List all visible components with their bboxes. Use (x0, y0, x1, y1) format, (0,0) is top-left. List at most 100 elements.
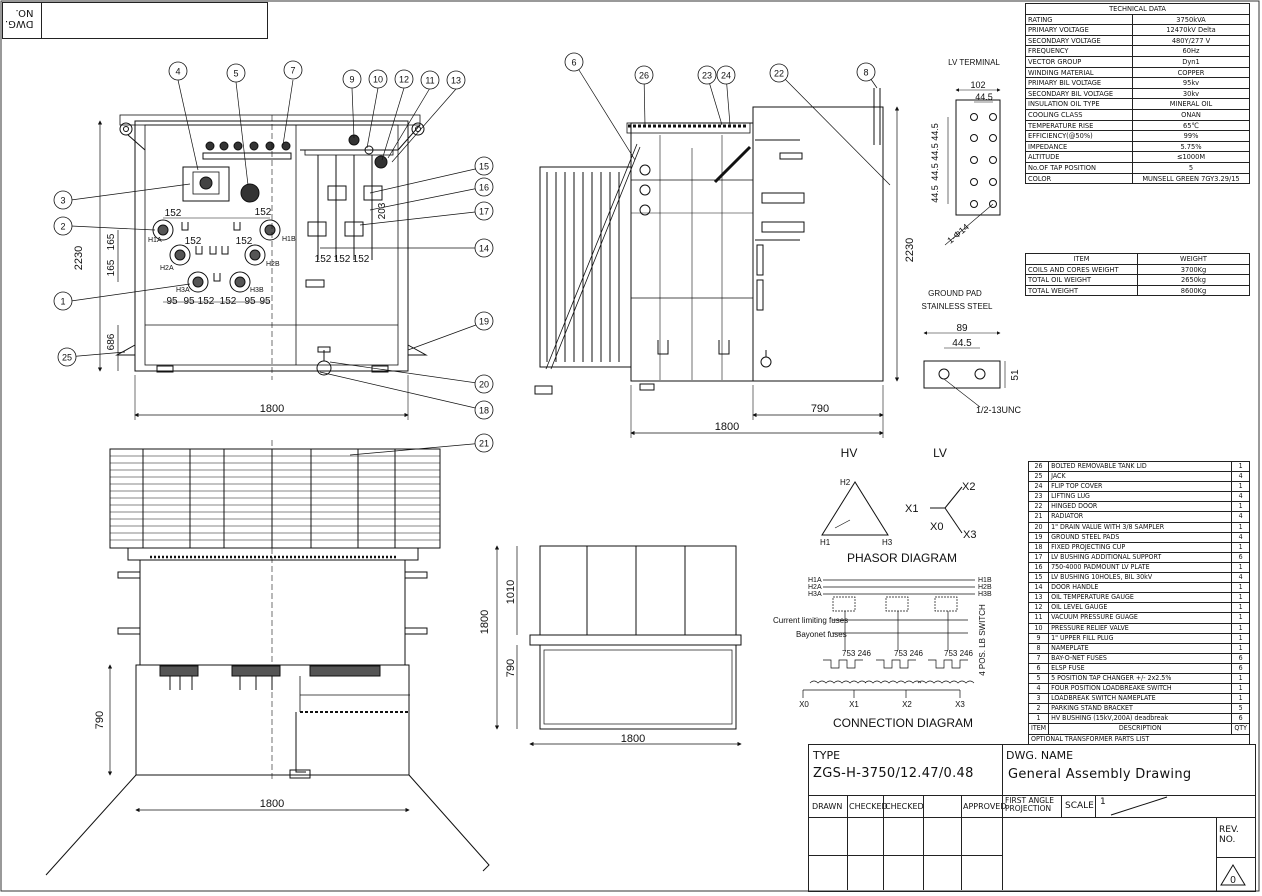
projection-label: FIRST ANGLE PROJECTION (1005, 796, 1054, 813)
callout-number: 11 (425, 76, 434, 86)
callout-number: 19 (479, 317, 489, 327)
part-number: 18 (1027, 541, 1050, 553)
part-qty: 5 (1231, 703, 1250, 715)
part-description: HV BUSHING (15kV,200A) deadbreak (1048, 713, 1233, 725)
rev-triangle-icon: 0 (1220, 864, 1246, 886)
hole-label: 1-Φ14 (945, 222, 971, 246)
label-h3a: H3A (176, 287, 190, 294)
callout-circle (394, 69, 414, 89)
part-qty: 1 (1231, 672, 1250, 685)
technical-param: PRIMARY BIL VOLTAGE (1025, 77, 1133, 89)
part-description: ELSP FUSE (1048, 662, 1233, 674)
dim-95-d: 95 (259, 296, 271, 307)
dim-44-5-c: 44.5 (930, 163, 940, 181)
label-h2b: H2B (266, 261, 280, 268)
callout-number: 23 (702, 71, 712, 81)
callout-7: 7 (283, 60, 303, 80)
callout-number: 17 (479, 207, 489, 217)
part-number: 5 (1027, 672, 1050, 685)
part-qty: 1 (1231, 541, 1250, 553)
label-h1b: H1B (282, 236, 296, 243)
title-block: TYPE ZGS-H-3750/12.47/0.48 DWG. NAME Gen… (808, 744, 1256, 892)
technical-value: ONAN (1132, 108, 1250, 121)
callout-15: 15 (474, 156, 494, 176)
part-number: 16 (1027, 561, 1050, 574)
dim-95-b: 95 (183, 296, 195, 307)
callout-circle (697, 65, 717, 85)
callout-9: 9 (342, 69, 362, 89)
connection-diagram (802, 579, 975, 698)
technical-param: No.OF TAP POSITION (1025, 161, 1133, 174)
technical-param: COOLING CLASS (1025, 108, 1133, 121)
connection-title: CONNECTION DIAGRAM (833, 716, 973, 730)
callout-26: 26 (634, 65, 654, 85)
callout-number: 8 (863, 68, 868, 78)
part-description: OIL TEMPERATURE GAUGE (1048, 592, 1233, 604)
phasor-h3: H3 (882, 538, 893, 547)
callout-circle (474, 238, 494, 258)
part-number: 7 (1027, 652, 1050, 664)
conn-x3: X3 (955, 700, 965, 709)
callout-25: 25 (57, 347, 77, 367)
dim-203: 203 (377, 202, 388, 219)
part-qty: 1 (1231, 582, 1250, 594)
conn-h1b: H1B (978, 577, 992, 584)
dim-lv-152-b: 152 (334, 254, 351, 265)
part-number: 26 (1027, 460, 1050, 473)
callout-number: 26 (639, 71, 649, 81)
front-view (97, 114, 428, 420)
part-number: 9 (1027, 632, 1050, 644)
callout-17: 17 (474, 201, 494, 221)
callout-circle (716, 65, 736, 85)
radiator-side (539, 143, 641, 370)
dim-front-width: 1800 (260, 403, 284, 415)
lv-label: LV (933, 446, 947, 460)
part-number: 22 (1027, 501, 1050, 513)
no-text: NO. (15, 7, 34, 18)
conn-x0: X0 (799, 700, 809, 709)
part-qty: 1 (1231, 561, 1250, 574)
technical-param: EFFICIENCY(@50%) (1025, 130, 1133, 142)
conn-x2: X2 (902, 700, 912, 709)
part-qty: 1 (1231, 460, 1250, 473)
callout-12: 12 (394, 69, 414, 89)
weight-item: COILS AND CORES WEIGHT (1025, 263, 1138, 276)
part-number: 19 (1027, 531, 1050, 543)
part-description: LIFTING LUG (1048, 491, 1233, 503)
dwg-name-label: DWG. NAME (1006, 749, 1074, 762)
part-description: LV BUSHING 10HOLES, BIL 30kV (1048, 572, 1233, 584)
callout-24: 24 (716, 65, 736, 85)
part-qty: 4 (1231, 491, 1250, 503)
technical-value: MUNSELL GREEN 7GY3.29/15 (1132, 172, 1250, 185)
callout-number: 24 (721, 71, 731, 81)
part-number: 4 (1027, 683, 1050, 695)
technical-value: 480Y/277 V (1132, 34, 1250, 47)
part-qty: 1 (1231, 622, 1250, 634)
technical-value: COPPER (1132, 66, 1250, 79)
part-number: 12 (1027, 602, 1050, 614)
parts-footer-row: OPTIONAL TRANSFORMER PARTS LIST (1028, 733, 1250, 745)
conn-h1a: H1A (808, 577, 822, 584)
scale-label: SCALE (1065, 801, 1094, 811)
dim-44-5-b: 44.5 (930, 143, 940, 161)
part-description: 750-4000 PADMOUNT LV PLATE (1048, 561, 1233, 574)
part-description: 5 POSITION TAP CHANGER +/- 2x2.5% (1048, 672, 1233, 685)
callout-8: 8 (856, 62, 876, 82)
dim-95-a: 95 (166, 296, 178, 307)
part-qty: 4 (1231, 572, 1250, 584)
technical-param: IMPEDANCE (1025, 140, 1133, 153)
callout-6: 6 (564, 52, 584, 72)
